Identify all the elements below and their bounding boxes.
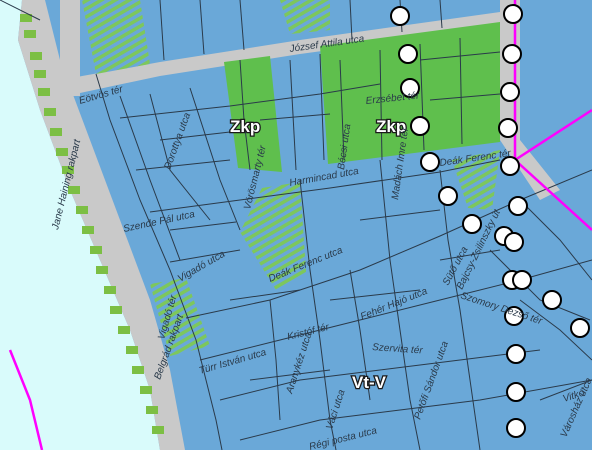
zone-label-zkp-left: Zkp [230,117,260,136]
street-label-szervita: Szervita tér [372,342,424,357]
park-left [224,56,282,172]
embankment-blocks [20,14,164,434]
zone-label-zkp-right: Zkp [376,117,406,136]
park-top-striped [280,0,330,34]
zone-label-vtv: Vt-V [352,373,387,392]
river [0,0,160,450]
embankment [18,0,185,450]
park-vorosmarty-striped [240,182,306,290]
point-symbols [390,4,590,438]
park-eotvos-striped [82,0,150,74]
park-deak-striped [452,150,500,210]
